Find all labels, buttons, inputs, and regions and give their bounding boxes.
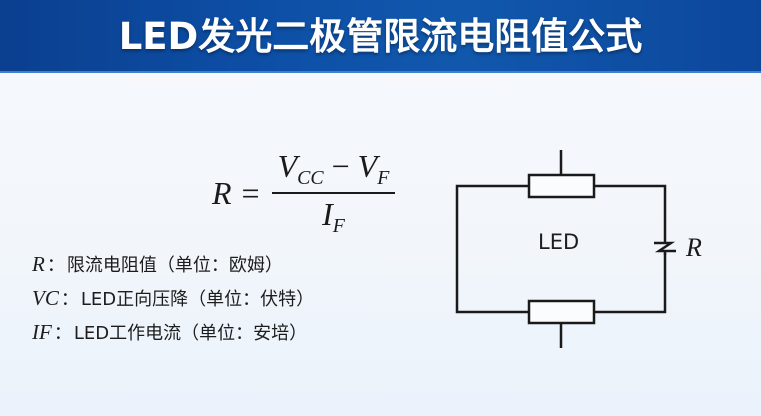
numerator-term1-sub: CC — [297, 167, 324, 189]
left-wire — [455, 184, 529, 314]
legend-symbol-sub: F — [39, 320, 52, 344]
legend-item: R ： 限流电阻值（单位：欧姆） — [32, 248, 314, 282]
formula-lhs: R — [212, 174, 232, 211]
right-lower-wire — [594, 253, 667, 314]
numerator-operator: − — [331, 148, 350, 185]
fraction-bar — [271, 192, 396, 194]
bottom-component-rect — [527, 299, 596, 325]
denominator-term-sub: F — [332, 214, 345, 237]
formula-denominator: IF — [322, 194, 345, 238]
resistor-symbol — [654, 241, 676, 253]
legend-colon: ： — [46, 255, 65, 276]
top-component-rect — [527, 173, 596, 199]
denominator-term: I — [322, 196, 333, 232]
legend-description: LED工作电流（单位：安培） — [73, 323, 308, 344]
legend-symbol-sub: C — [44, 286, 59, 310]
numerator-term2: V — [357, 148, 378, 185]
led-label: LED — [538, 230, 580, 254]
legend-description: 限流电阻值（单位：欧姆） — [66, 255, 283, 276]
legend-colon: ： — [60, 289, 79, 310]
legend-description: LED正向压降（单位：伏特） — [80, 289, 315, 310]
legend-colon: ： — [53, 323, 72, 344]
formula-numerator: VCC−VF — [272, 148, 396, 192]
legend-symbol: R — [32, 252, 45, 276]
formula-fraction: VCC−VF IF — [271, 148, 396, 238]
formula-equals: = — [241, 174, 260, 211]
legend-symbol: I — [32, 320, 39, 344]
legend-symbol: V — [32, 286, 45, 310]
numerator-term1: V — [277, 148, 298, 185]
title-banner: LED发光二极管限流电阻值公式 — [0, 0, 761, 73]
right-upper-wire — [594, 184, 667, 239]
page-title: LED发光二极管限流电阻值公式 — [118, 14, 643, 58]
resistor-label: R — [686, 233, 702, 262]
numerator-term2-sub: F — [377, 167, 390, 189]
resistance-formula: R = VCC−VF IF — [212, 148, 396, 238]
